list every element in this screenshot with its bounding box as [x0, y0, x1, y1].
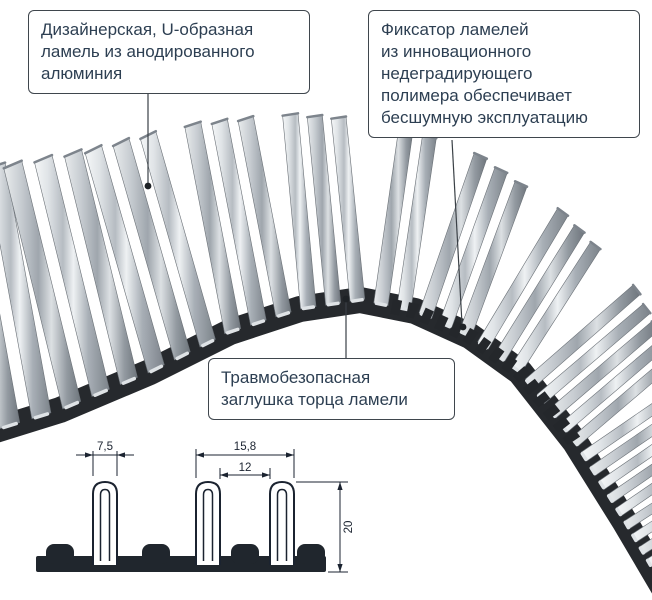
dim-label-pitch: 15,8 — [234, 441, 256, 453]
callout-end-cap: Травмобезопасная заглушка торца ламели — [208, 358, 455, 420]
lamella-profile-sections — [92, 480, 295, 565]
callout-fixator: Фиксатор ламелей из инновационного недег… — [368, 10, 640, 138]
callout-fixator-text: Фиксатор ламелей из инновационного недег… — [381, 20, 588, 127]
callout-lamella-text: Дизайнерская, U-образная ламель из аноди… — [41, 20, 255, 83]
lamella-slats — [0, 112, 652, 594]
dimension-arrows — [85, 452, 343, 572]
dimension-labels: 7,5 15,8 12 20 — [97, 441, 355, 533]
dim-label-lamella-width: 7,5 — [97, 441, 113, 453]
lamella-slot-sections — [99, 488, 288, 561]
dim-label-height: 20 — [343, 521, 355, 534]
callout-lamella: Дизайнерская, U-образная ламель из аноди… — [28, 10, 310, 94]
cross-section-drawing: 7,5 15,8 12 20 — [36, 441, 355, 573]
callout-end-cap-text: Травмобезопасная заглушка торца ламели — [221, 368, 408, 409]
dim-label-gap: 12 — [239, 462, 252, 474]
dimension-lines — [76, 449, 348, 573]
